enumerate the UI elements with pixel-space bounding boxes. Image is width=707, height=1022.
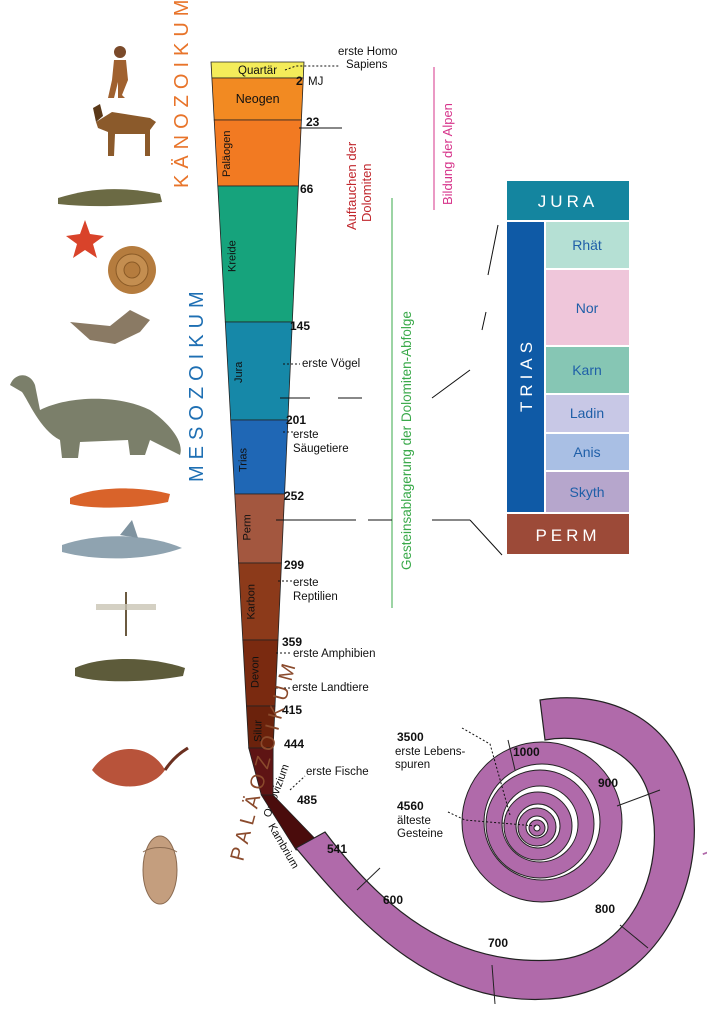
stage-skyth-label: Skyth: [569, 484, 604, 500]
fish-illustration: [92, 748, 188, 787]
label-252-ma: 252: [284, 489, 304, 503]
precambrian-band: [296, 698, 694, 1004]
stage-ladin-label: Ladin: [570, 405, 604, 421]
horse-illustration: [93, 104, 156, 156]
detail-connectors: [276, 225, 502, 555]
label-700-ma: 700: [488, 936, 508, 950]
note-dolomites-emerge-line1: Auftauchen der: [344, 141, 359, 230]
stage-rhaet-label: Rhät: [572, 237, 602, 253]
label-541-ma: 541: [327, 842, 347, 856]
note-dolomite-sequence: Gesteinsablagerung der Dolomiten-Abfolge: [399, 311, 414, 570]
event-first-mammals-line1: erste: [293, 429, 319, 441]
event-oldest-rocks-line2: Gesteine: [397, 828, 443, 840]
salamander-illustration: [75, 659, 185, 681]
label-1000-ma: 1000: [513, 745, 540, 759]
event-first-fish: erste Fische: [306, 766, 369, 778]
animal-illustrations: [10, 46, 188, 904]
event-first-mammals-line2: Säugetiere: [293, 443, 349, 455]
era-prakambrium-label: PRÄKAMBRIUM: [698, 847, 707, 1022]
dragonfly-illustration: [96, 592, 156, 636]
era-mesozoikum-label: MESOZOIKUM: [186, 285, 208, 482]
period-jura-label: Jura: [233, 361, 245, 383]
side-notes: Auftauchen der Dolomiten Bildung der Alp…: [299, 67, 455, 608]
label-66-ma: 66: [300, 182, 314, 196]
period-neogen-label: Neogen: [236, 92, 280, 106]
label-444-ma: 444: [284, 737, 304, 751]
sauropod-illustration: [10, 375, 181, 458]
label-4560-ma: 4560: [397, 799, 424, 813]
stage-anis-label: Anis: [573, 444, 600, 460]
triassic-detail-panel: JURA TRIAS Rhät Nor Karn Ladin Anis Skyt…: [507, 181, 629, 554]
label-900-ma: 900: [598, 776, 618, 790]
shark-illustration: [62, 520, 182, 558]
event-first-birds: erste Vögel: [302, 358, 360, 370]
stage-nor-label: Nor: [576, 300, 599, 316]
note-dolomites-emerge-line2: Dolomiten: [359, 163, 374, 222]
starfish-illustration: [66, 220, 104, 258]
event-first-land-animals: erste Landtiere: [292, 682, 369, 694]
era-kanozoikum-label: KÄNOZOIKUM: [171, 0, 193, 188]
human-illustration: [108, 46, 128, 98]
event-first-reptiles-line2: Reptilien: [293, 591, 338, 603]
event-homo-sapiens-line1: erste Homo: [338, 46, 397, 58]
period-quartär-label: Quartär: [238, 65, 277, 77]
period-trias-label: Trias: [238, 447, 250, 472]
label-2-ma: 2: [296, 74, 303, 88]
detail-perm-label: PERM: [535, 526, 600, 545]
label-359-ma: 359: [282, 635, 302, 649]
period-devon-label: Devon: [250, 656, 262, 688]
label-800-ma: 800: [595, 902, 615, 916]
detail-jura-label: JURA: [538, 192, 598, 211]
event-first-life-traces-line2: spuren: [395, 759, 430, 771]
note-alps-formation: Bildung der Alpen: [440, 103, 455, 205]
label-299-ma: 299: [284, 558, 304, 572]
period-kreide-label: Kreide: [227, 240, 239, 272]
event-oldest-rocks-line1: älteste: [397, 815, 431, 827]
event-homo-sapiens-line2: Sapiens: [346, 59, 388, 71]
label-600-ma: 600: [383, 893, 403, 907]
trilobite-illustration: [143, 836, 177, 904]
event-first-amphibians: erste Amphibien: [293, 648, 375, 660]
period-karbon-label: Karbon: [246, 584, 258, 619]
archaeopteryx-illustration: [70, 310, 150, 344]
detail-trias-label: TRIAS: [517, 337, 536, 412]
stage-karn-label: Karn: [572, 362, 602, 378]
ammonite-illustration: [108, 246, 156, 294]
precambrian-spiral: [462, 742, 622, 902]
label-201-ma: 201: [286, 413, 306, 427]
period-paläogen-label: Paläogen: [221, 131, 233, 178]
amphibian-illustration: [70, 488, 170, 507]
event-first-reptiles-line1: erste: [293, 577, 319, 589]
label-ma-unit: MJ: [308, 76, 323, 88]
label-485-ma: 485: [297, 793, 317, 807]
label-145-ma: 145: [290, 319, 310, 333]
label-23-ma: 23: [306, 115, 320, 129]
period-perm-label: Perm: [242, 514, 254, 540]
label-3500-ma: 3500: [397, 730, 424, 744]
crocodile-illustration: [58, 189, 162, 206]
event-first-life-traces-line1: erste Lebens-: [395, 746, 465, 758]
